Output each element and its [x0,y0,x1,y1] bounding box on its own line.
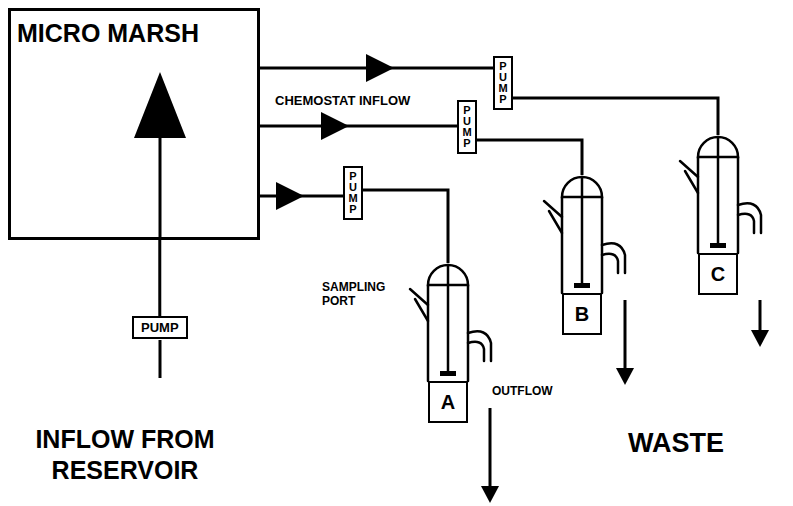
chemostat-letter: A [441,391,455,414]
chemostat-letter: B [575,303,589,326]
stirrer-bar [574,283,590,288]
connector [260,54,493,82]
pump-box: PUMP [457,100,477,154]
chemostat-label-box: B [562,293,602,335]
diagram-label: OUTFLOW [492,384,553,398]
box-title: MICRO MARSH [11,11,257,56]
connector-line [260,125,457,128]
pump-label: PUMP [498,61,509,105]
stirrer-bar [710,243,726,248]
chemostat-label-box: A [428,381,468,423]
connector-line [477,140,582,175]
diagram-label: SAMPLING PORT [322,281,398,309]
diagram-label: CHEMOSTAT INFLOW [275,93,410,108]
diagram-label: WASTE [628,428,724,459]
connector [513,98,718,135]
arrowhead [276,182,304,210]
marsh-flow-triangle [134,72,186,138]
pump-label: PUMP [141,320,179,335]
waste-arrow [489,408,492,488]
sampling-port-spout [410,289,428,321]
connector [260,112,457,140]
arrowhead [321,112,349,140]
stirrer-bar [440,371,456,376]
outflow-tube [738,203,761,233]
reservoir-line [159,340,162,378]
diagram-label: INFLOW FROM RESERVOIR [5,424,245,487]
stirrer-rod [581,177,584,285]
waste-arrowhead [751,330,769,347]
container-box: MICRO MARSH [8,8,260,240]
waste-arrowhead [616,368,634,385]
sampling-port-spout [680,161,698,193]
chemostat: A [403,263,493,425]
marsh-flow-line [159,136,162,240]
connector [363,190,448,263]
outflow-tube [602,243,625,273]
stirrer-rod [447,265,450,373]
waste-arrowhead [481,486,499,503]
waste-arrow [624,300,627,370]
pump-label: PUMP [348,171,359,215]
connector-line [363,190,448,263]
connector [477,140,582,175]
pump-label: PUMP [462,105,473,149]
connector [260,182,343,210]
stirrer-rod [717,137,720,245]
chemostat-letter: C [711,263,725,286]
chemostat: B [537,175,627,337]
outflow-tube [468,331,491,361]
waste-arrow [759,300,762,332]
sampling-port-spout [544,201,562,233]
pump-box: PUMP [132,316,188,339]
connector [159,240,160,316]
arrowhead [366,54,394,82]
chemostat: C [673,135,763,297]
pump-box: PUMP [343,166,363,220]
connector-line [158,240,161,316]
connector-line [513,98,718,135]
pump-box: PUMP [493,56,513,110]
chemostat-label-box: C [698,253,738,295]
